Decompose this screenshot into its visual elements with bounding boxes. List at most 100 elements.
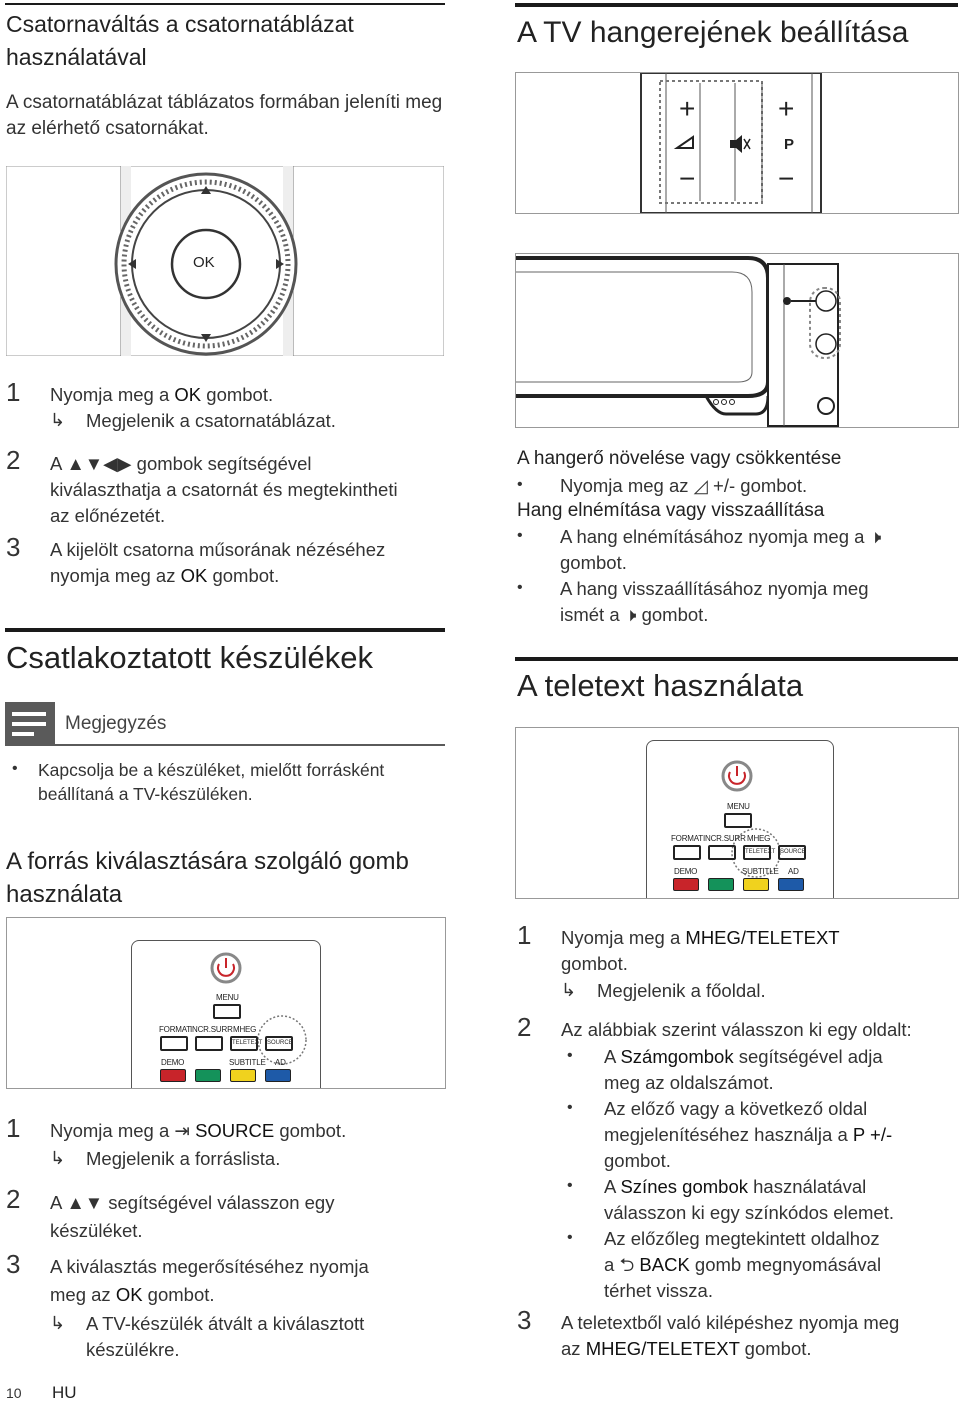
- format-button[interactable]: [160, 1036, 188, 1051]
- mheg-label: MHEG: [747, 834, 771, 843]
- teletext-button[interactable]: TELETEXT: [743, 845, 775, 860]
- step-number: 1: [6, 377, 21, 407]
- format-label: FORMAT: [671, 834, 703, 843]
- subtitle-label: SUBTITLE: [742, 867, 779, 876]
- connected-title: Csatlakoztatott készülékek: [6, 640, 374, 675]
- blue-button[interactable]: [265, 1069, 291, 1082]
- yellow-button[interactable]: [743, 878, 769, 891]
- ad-label: AD: [788, 867, 799, 876]
- step-text: kiválaszthatja a csatornát és megtekinth…: [50, 479, 398, 500]
- result-arrow-icon: ↳: [50, 1313, 66, 1333]
- source-button[interactable]: SOURCE: [265, 1036, 293, 1051]
- green-button[interactable]: [708, 878, 734, 891]
- red-button[interactable]: [160, 1069, 186, 1082]
- step-text: készüléket.: [50, 1220, 143, 1241]
- green-button[interactable]: [195, 1069, 221, 1082]
- volume-plus-icon[interactable]: +: [679, 93, 696, 124]
- teletext-button[interactable]: TELETEXT: [230, 1036, 262, 1051]
- result-arrow-icon: ↳: [50, 410, 66, 430]
- step-text: Az alábbiak szerint válasszon ki egy old…: [561, 1019, 912, 1040]
- page-number: 10: [6, 1385, 22, 1401]
- step-number: 1: [6, 1113, 21, 1143]
- step-number: 2: [6, 1184, 21, 1214]
- step-number: 2: [6, 445, 21, 475]
- section-rule: [515, 657, 958, 661]
- teletext-title: A teletext használata: [517, 668, 804, 703]
- menu-label: MENU: [727, 802, 750, 811]
- step-text: nyomja meg az OK gombot.: [50, 565, 280, 586]
- step-text: Nyomja meg a ⇥ SOURCE gombot.: [50, 1120, 347, 1141]
- volume-bullet: Nyomja meg az ◿ +/- gombot.: [560, 475, 808, 496]
- remote-illustration-source: MENU FORMAT INCR.SURR MHEG TELETEXT SOUR…: [6, 917, 446, 1089]
- tv-illustration: [515, 253, 959, 428]
- format-label: FORMAT: [159, 1025, 191, 1034]
- blue-button[interactable]: [778, 878, 804, 891]
- incr-surr-button[interactable]: [708, 845, 736, 860]
- red-button[interactable]: [673, 878, 699, 891]
- mute-icon: 🕨: [869, 526, 882, 547]
- ad-label: AD: [275, 1058, 286, 1067]
- yellow-button[interactable]: [230, 1069, 256, 1082]
- step-result: Megjelenik a forráslista.: [86, 1148, 281, 1169]
- step-text: Nyomja meg a OK gombot.: [50, 384, 274, 405]
- bullet-icon: •: [517, 476, 523, 493]
- menu-button[interactable]: [724, 813, 752, 828]
- ok-button[interactable]: OK: [193, 254, 215, 271]
- step-number: 3: [6, 532, 21, 562]
- incr-surr-label: INCR.SURR: [190, 1025, 233, 1034]
- step-result: Megjelenik a csatornatáblázat.: [86, 410, 336, 431]
- top-rule-right: [515, 3, 958, 7]
- step-number: 3: [517, 1305, 532, 1335]
- bullet-icon: •: [567, 1177, 573, 1194]
- incr-surr-button[interactable]: [195, 1036, 223, 1051]
- step-number: 2: [517, 1012, 532, 1042]
- subtitle-label: SUBTITLE: [229, 1058, 266, 1067]
- mute-icon: 🕨: [624, 604, 637, 625]
- volume-minus-icon[interactable]: −: [679, 163, 696, 194]
- channel-p-icon: P: [784, 136, 795, 153]
- note-icon: [5, 702, 55, 746]
- section-rule: [5, 628, 445, 632]
- menu-label: MENU: [216, 993, 239, 1002]
- bullet-icon: •: [567, 1229, 573, 1246]
- top-rule-left: [5, 3, 445, 5]
- nav-pad-illustration: [6, 166, 444, 356]
- step-text: A kiválasztás megerősítéséhez nyomja: [50, 1256, 369, 1277]
- source-icon: ⇥: [174, 1120, 196, 1141]
- step-number: 3: [6, 1249, 21, 1279]
- result-arrow-icon: ↳: [561, 980, 577, 1000]
- bullet-icon: •: [517, 527, 523, 544]
- language-code: HU: [52, 1383, 77, 1402]
- menu-button[interactable]: [213, 1004, 241, 1019]
- channel-minus-icon[interactable]: −: [778, 163, 795, 194]
- mute-bullet: A hang elnémításához nyomja meg a 🕨gombo…: [560, 526, 882, 573]
- step-text: A ▲▼ segítségével válasszon egy: [50, 1192, 335, 1213]
- volume-title: A TV hangerejének beállítása: [517, 16, 909, 49]
- result-arrow-icon: ↳: [50, 1148, 66, 1168]
- source-button[interactable]: SOURCE: [778, 845, 806, 860]
- step-result: Megjelenik a főoldal.: [597, 980, 766, 1001]
- format-button[interactable]: [673, 845, 701, 860]
- channel-plus-icon[interactable]: +: [778, 93, 795, 124]
- step-text: meg az OK gombot.: [50, 1284, 215, 1305]
- side-panel-illustration: + − + P −: [515, 72, 959, 214]
- mheg-label: MHEG: [233, 1025, 257, 1034]
- step-text: az előnézetét.: [50, 505, 166, 526]
- volume-icon: ◿: [693, 475, 708, 496]
- volume-subheading: A hangerő növelése vagy csökkentése: [517, 448, 842, 469]
- step-number: 1: [517, 920, 532, 950]
- bullet-icon: •: [567, 1099, 573, 1116]
- mute-subheading: Hang elnémítása vagy visszaállítása: [517, 500, 825, 521]
- note-label: Megjegyzés: [65, 713, 167, 734]
- demo-label: DEMO: [161, 1058, 185, 1067]
- channel-grid-title: Csatornaváltás a csatornatáblázat haszná…: [6, 11, 354, 70]
- remote-illustration-teletext: MENU FORMAT INCR.SURR MHEG TELETEXT SOUR…: [515, 727, 959, 899]
- bullet-icon: •: [517, 579, 523, 596]
